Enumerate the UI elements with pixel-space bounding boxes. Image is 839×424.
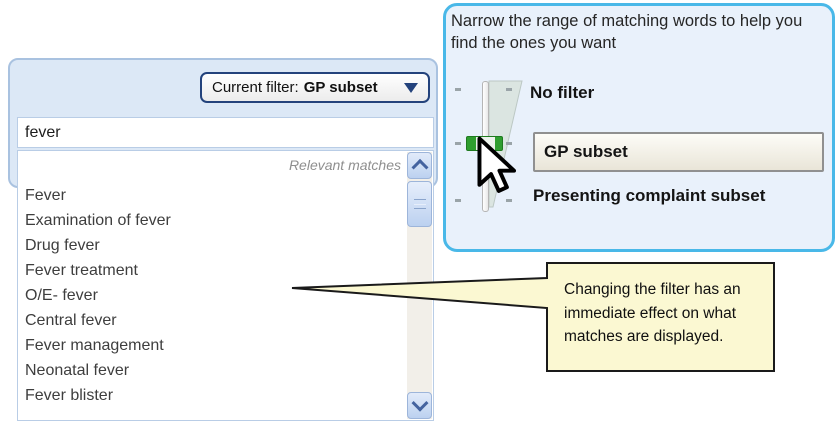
current-filter-label: Current filter: [212, 79, 299, 96]
current-filter-dropdown[interactable]: Current filter: GP subset [200, 72, 430, 103]
slider-tick [506, 142, 512, 145]
scrollbar-grip-icon [413, 199, 426, 209]
results-list: Fever Examination of fever Drug fever Fe… [25, 183, 403, 408]
list-item[interactable]: Fever blister [25, 387, 114, 404]
option-gp-subset-selected[interactable]: GP subset [533, 132, 824, 172]
list-item[interactable]: O/E- fever [25, 287, 98, 304]
relevant-matches-label: Relevant matches [288, 157, 401, 173]
dropdown-arrow-icon [404, 82, 418, 93]
option-no-filter[interactable]: No filter [530, 83, 595, 102]
list-item[interactable]: Central fever [25, 312, 117, 329]
tooltip-heading: Narrow the range of matching words to he… [451, 12, 803, 52]
current-filter-value: GP subset [303, 79, 378, 96]
list-item[interactable]: Fever management [25, 337, 164, 354]
slider-tick [455, 88, 461, 91]
scrollbar-down-button[interactable] [407, 392, 432, 419]
list-item[interactable]: Drug fever [25, 237, 100, 254]
option-presenting-complaint[interactable]: Presenting complaint subset [533, 186, 766, 205]
list-item[interactable]: Neonatal fever [25, 362, 130, 379]
option-gp-subset-label: GP subset [544, 142, 628, 161]
slider-tick [455, 142, 461, 145]
chevron-down-icon [411, 394, 428, 412]
list-item[interactable]: Fever treatment [25, 262, 138, 279]
chevron-up-icon [411, 158, 428, 176]
search-input[interactable] [17, 117, 434, 148]
list-item[interactable]: Examination of fever [25, 212, 171, 229]
callout-text: Changing the filter has an immediate eff… [564, 281, 741, 345]
callout-bubble [291, 262, 775, 372]
mouse-cursor-icon [477, 136, 517, 193]
scrollbar-up-button[interactable] [407, 152, 432, 179]
slider-tick [455, 199, 461, 202]
scrollbar-thumb[interactable] [407, 181, 432, 227]
slider-tick [506, 88, 512, 91]
slider-tick [506, 199, 512, 202]
list-item[interactable]: Fever [25, 187, 66, 204]
results-list-box: Relevant matches Fever Examination of fe… [17, 150, 434, 421]
